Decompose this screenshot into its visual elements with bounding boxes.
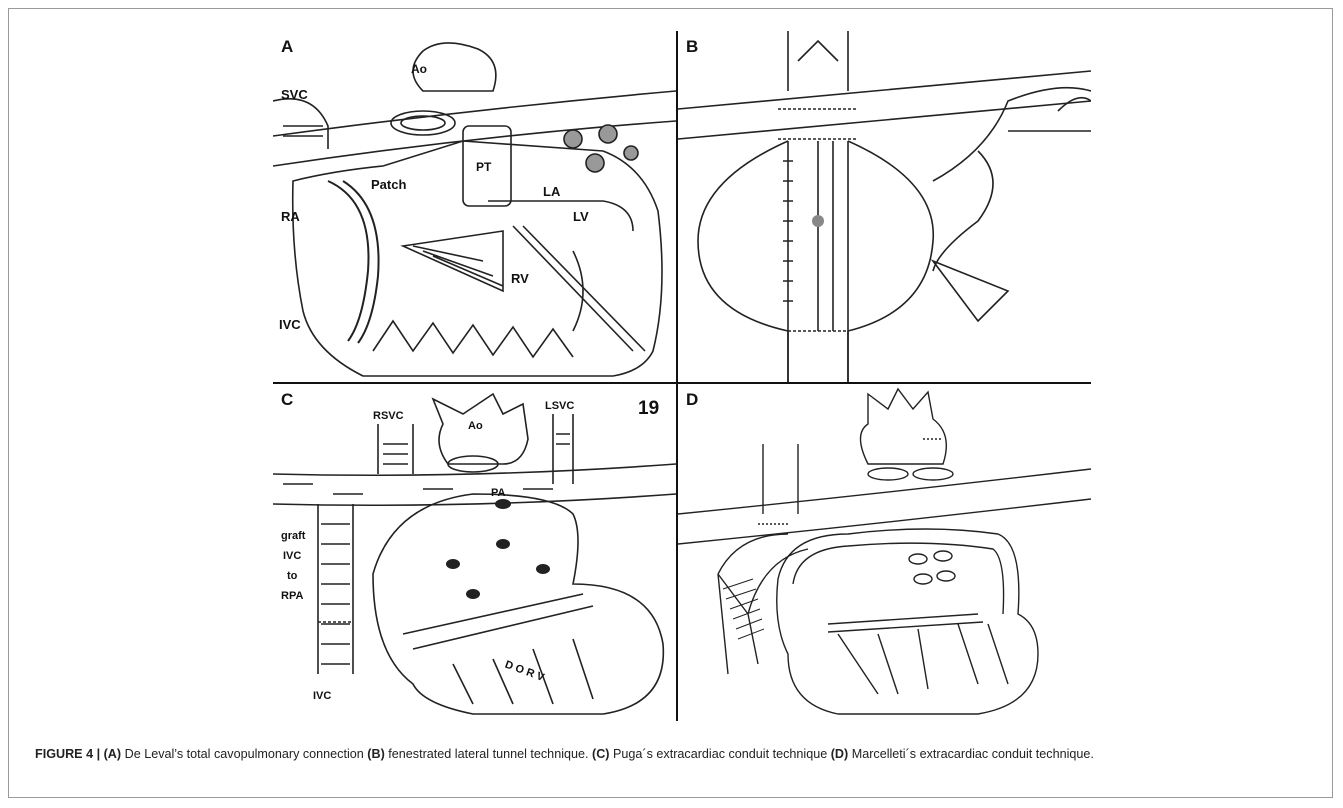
label-ivc-c: IVC — [313, 690, 331, 702]
fenestration-dot — [812, 215, 824, 227]
label-rsvc: RSVC — [373, 410, 404, 422]
label-pt: PT — [476, 160, 492, 174]
label-ao: Ao — [411, 62, 427, 76]
caption-tag-c: (C) — [592, 747, 609, 761]
label-graft-to: to — [287, 570, 298, 582]
caption-text-d: Marcelleti´s extracardiac conduit techni… — [848, 747, 1094, 761]
caption-text-b: fenestrated lateral tunnel technique. — [385, 747, 592, 761]
panel-b-drawing — [678, 31, 1091, 382]
caption-text-a: De Leval’s total cavopulmonary connectio… — [121, 747, 367, 761]
caption-figure-label: FIGURE 4 | — [35, 747, 100, 761]
panel-letter-c: C — [281, 390, 293, 410]
panel-letter-b: B — [686, 37, 698, 57]
caption-tag-d: (D) — [831, 747, 848, 761]
panel-a: SVC Ao PT LA Patch RA LV RV IVC A — [273, 31, 676, 382]
label-dorv: D O R V — [503, 659, 546, 685]
label-ivc: IVC — [279, 317, 301, 332]
panel-c-drawing: RSVC Ao LSVC PA graft IVC to RPA IVC D O… — [273, 384, 676, 721]
caption-text-c: Puga´s extracardiac conduit technique — [610, 747, 831, 761]
panel-c: RSVC Ao LSVC PA graft IVC to RPA IVC D O… — [273, 384, 676, 721]
panel-a-drawing: SVC Ao PT LA Patch RA LV RV IVC — [273, 31, 676, 382]
label-la: LA — [543, 184, 561, 199]
label-lv: LV — [573, 209, 589, 224]
label-pa: PA — [491, 487, 506, 499]
caption-tag-b: (B) — [367, 747, 384, 761]
panel-d: D — [678, 384, 1091, 721]
label-patch: Patch — [371, 177, 406, 192]
figure-caption: FIGURE 4 | (A) De Leval’s total cavopulm… — [35, 745, 1325, 764]
label-rv: RV — [511, 271, 529, 286]
panel-letter-a: A — [281, 37, 293, 57]
label-ao-c: Ao — [468, 420, 483, 432]
panel-divider-vertical — [676, 31, 678, 721]
panel-divider-horizontal — [273, 382, 1091, 384]
panel-b: B — [678, 31, 1091, 382]
label-ra: RA — [281, 209, 300, 224]
caption-tag-a: (A) — [104, 747, 121, 761]
label-lsvc: LSVC — [545, 400, 574, 412]
label-graft-rpa: RPA — [281, 590, 303, 602]
figure-frame: SVC Ao PT LA Patch RA LV RV IVC A — [8, 8, 1333, 798]
panel-c-number: 19 — [638, 398, 659, 419]
figure-image: SVC Ao PT LA Patch RA LV RV IVC A — [273, 31, 1091, 721]
panel-letter-d: D — [686, 390, 698, 410]
label-graft-ivc: IVC — [283, 550, 301, 562]
panel-d-drawing — [678, 384, 1091, 721]
label-svc: SVC — [281, 87, 308, 102]
label-graft: graft — [281, 530, 306, 542]
